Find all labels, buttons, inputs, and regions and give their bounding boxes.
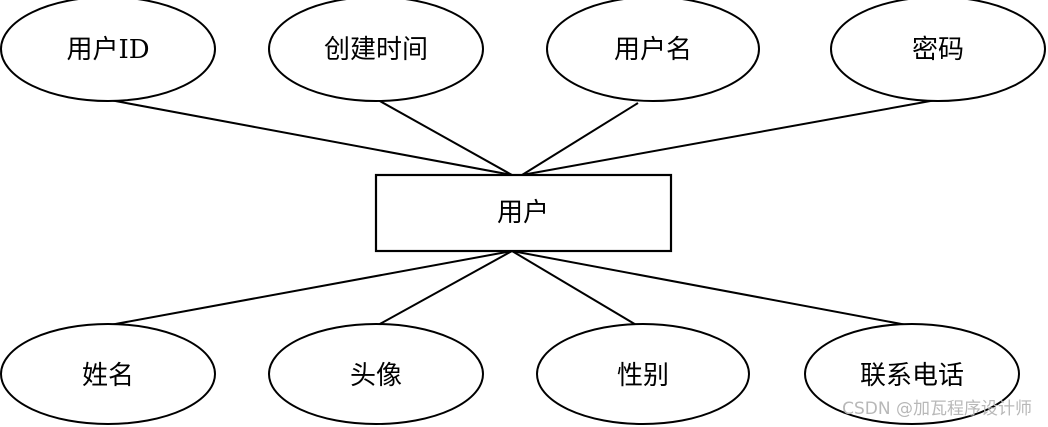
attribute-gender: 性别	[536, 323, 750, 425]
attribute-ellipse	[804, 323, 1020, 425]
attribute-label: 头像	[350, 361, 402, 391]
entity-label: 用户	[497, 198, 549, 228]
entity-user: 用户	[374, 173, 673, 253]
connector-password	[521, 99, 937, 176]
attribute-label: 性别	[617, 361, 669, 391]
attribute-ellipse	[0, 323, 216, 425]
attribute-label: 用户名	[614, 35, 692, 65]
attribute-avatar: 头像	[268, 323, 484, 425]
attribute-label: 创建时间	[324, 35, 428, 65]
attribute-user-id: 用户ID	[0, 0, 216, 102]
attribute-label: 联系电话	[860, 361, 964, 391]
connector-username	[521, 102, 639, 176]
attribute-ellipse	[830, 0, 1046, 102]
connector-name	[109, 250, 513, 326]
attribute-label: 姓名	[82, 361, 134, 391]
attribute-created-time: 创建时间	[268, 0, 484, 102]
connectors	[109, 99, 937, 327]
connector-created-time	[377, 99, 513, 176]
attribute-label: 用户ID	[66, 35, 149, 65]
attribute-ellipse	[268, 0, 484, 102]
connector-avatar	[377, 250, 513, 326]
attribute-username: 用户名	[546, 0, 760, 102]
attribute-ellipse	[546, 0, 760, 102]
csdn-watermark: CSDN @加瓦程序设计师	[842, 399, 1032, 419]
connector-phone	[511, 250, 913, 327]
connector-gender	[511, 250, 639, 327]
attribute-ellipse	[0, 0, 216, 102]
entity-rectangle	[374, 173, 673, 253]
attribute-password: 密码	[830, 0, 1046, 102]
connector-user-id	[109, 99, 513, 176]
attribute-ellipse	[268, 323, 484, 425]
attribute-label: 密码	[912, 35, 964, 65]
attribute-phone: 联系电话	[804, 323, 1020, 425]
attribute-name: 姓名	[0, 323, 216, 425]
attribute-ellipse	[536, 323, 750, 425]
